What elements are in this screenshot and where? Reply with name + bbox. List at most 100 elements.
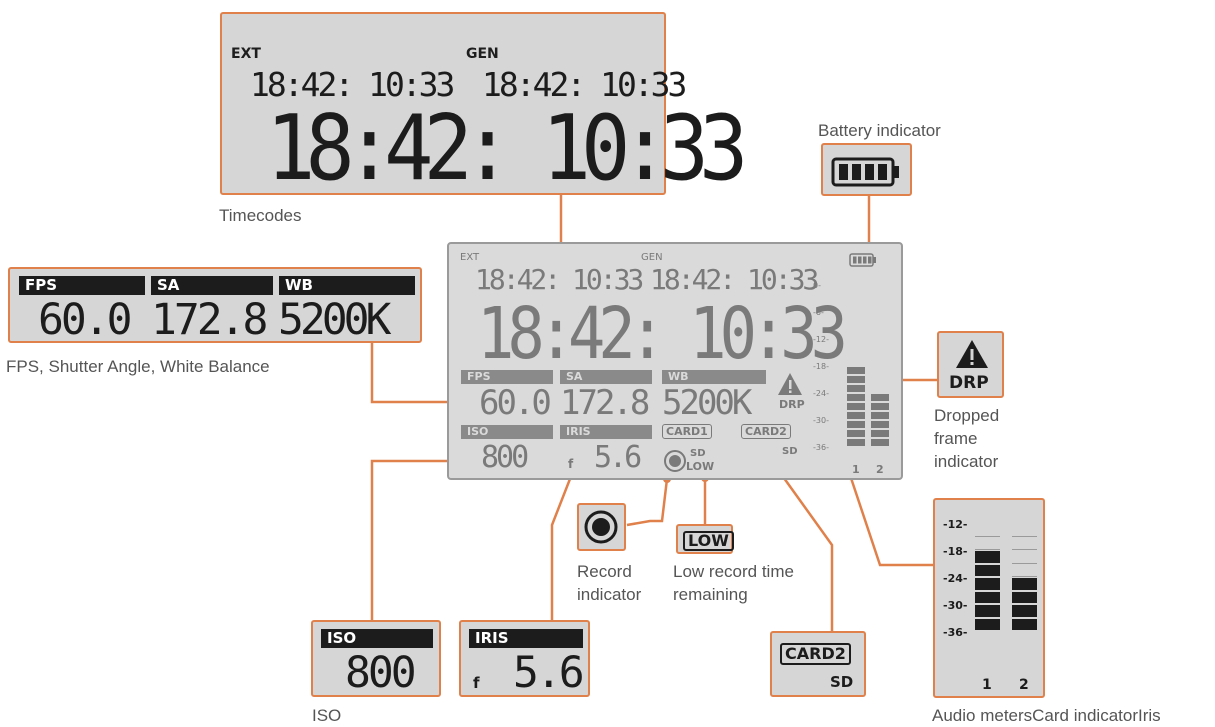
lcd-iris-prefix: f [568, 457, 574, 471]
lcd-sa-tag: SA [560, 370, 652, 384]
meter-segment [871, 412, 889, 419]
meter-segment [847, 376, 865, 383]
meter-ghost-segment [1012, 549, 1037, 550]
lcd-record-icon [664, 450, 686, 472]
meter-scale-label: -24- [943, 571, 968, 585]
meter-ghost-segment [1012, 562, 1037, 564]
lcd-drp-label: DRP [779, 398, 805, 411]
lcd-gen-label: GEN [641, 252, 663, 263]
lcd-card1-media: SD [690, 448, 706, 459]
low-caption: Low record time remaining [673, 562, 794, 604]
lcd-fps-tag: FPS [461, 370, 553, 384]
gen-label: GEN [466, 46, 499, 62]
drp-warning-icon [956, 340, 988, 368]
card-media: SD [830, 673, 854, 691]
drp-callout: DRP [937, 331, 1004, 398]
lcd-card2-media: SD [782, 446, 798, 457]
lcd-sa-value: 172.8 [560, 383, 650, 423]
gen-timecode: 18:42: 10:33 [482, 65, 687, 104]
lcd-wb-value: 5200K [662, 383, 752, 423]
lcd-iris-value: 5.6 [594, 440, 642, 475]
main-timecode: 18:42: 10:33 [266, 96, 748, 201]
fps-tag: FPS [19, 276, 145, 295]
timecodes-callout: EXT GEN 18:42: 10:33 18:42: 10:33 18:42:… [220, 12, 748, 195]
meter-segment [975, 551, 1000, 563]
leader-record [626, 478, 669, 527]
meter-segment [975, 591, 1000, 603]
bottom-caption: Audio metersCard indicatorIris [932, 706, 1161, 725]
iso-tag: ISO [321, 629, 433, 648]
lcd-iris-tag: IRIS [560, 425, 652, 439]
battery-icon [831, 157, 899, 187]
meter-segment [847, 403, 865, 410]
leader-fps [370, 343, 462, 404]
lcd-card1-label: CARD1 [662, 424, 712, 439]
iris-tag: IRIS [469, 629, 583, 648]
sa-tag: SA [151, 276, 273, 295]
meter-scale-label: 0- [813, 281, 821, 290]
low-label: LOW [683, 531, 734, 551]
iso-callout: ISO 800 [311, 620, 441, 697]
fps-value: 60.0 [38, 295, 133, 345]
meter-segment [871, 421, 889, 428]
meter-channel-label: 2 [876, 463, 884, 476]
drp-caption: Dropped frame indicator [934, 406, 1000, 471]
meter-scale-label: -6- [813, 308, 824, 317]
meter-segment [975, 618, 1000, 630]
meter-segment [847, 394, 865, 401]
meter-segment [1012, 605, 1037, 617]
meter-ghost-segment [1012, 535, 1037, 537]
meter-segment [871, 403, 889, 410]
meter-ghost-segment [1012, 576, 1037, 577]
meter-segment [847, 367, 865, 374]
ext-timecode: 18:42: 10:33 [250, 65, 455, 104]
meter-segment [871, 439, 889, 446]
lcd-iso-tag: ISO [461, 425, 553, 439]
meter-segment [1012, 578, 1037, 590]
meter-scale-label: -30- [813, 416, 829, 425]
lcd-ext-label: EXT [460, 252, 480, 263]
meter-segment [1012, 618, 1037, 630]
wb-value: 5200K [278, 295, 391, 345]
meter-segment [847, 385, 865, 392]
meter-segment [1012, 591, 1037, 603]
wb-tag: WB [279, 276, 415, 295]
iso-caption: ISO [312, 706, 342, 725]
iris-value: 5.6 [513, 648, 585, 698]
meter-segment [975, 605, 1000, 617]
meter-segment [871, 394, 889, 401]
leader-iso [370, 459, 465, 621]
ext-label: EXT [231, 46, 261, 62]
sa-value: 172.8 [151, 295, 268, 345]
meter-channel-label: 1 [982, 677, 992, 693]
iso-value: 800 [345, 648, 417, 698]
meter-ghost-segment [975, 549, 1000, 550]
drp-label: DRP [949, 373, 989, 393]
meter-scale-label: -18- [813, 362, 829, 371]
meter-segment [975, 564, 1000, 576]
lcd-low-label: LOW [686, 460, 715, 473]
meter-scale-label: -36- [813, 443, 829, 452]
lcd-drp-warning-icon [778, 373, 802, 395]
meter-segment [847, 439, 865, 446]
lcd-gen-timecode: 18:42: 10:33 [650, 263, 819, 296]
meter-segment [847, 430, 865, 437]
meter-segment [871, 430, 889, 437]
meter-scale-label: -36- [943, 625, 968, 639]
meter-segment [847, 421, 865, 428]
lcd-main-timecode: 18:42: 10:33 [477, 291, 848, 376]
record-caption: Record indicator [577, 562, 642, 604]
battery-callout [821, 143, 912, 196]
lcd-battery-icon [849, 253, 876, 267]
meter-scale-label: -12- [813, 335, 829, 344]
fps-sa-wb-callout: FPS SA WB 60.0 172.8 5200K [8, 267, 422, 343]
record-icon [584, 510, 618, 544]
low-callout: LOW [676, 524, 734, 554]
lcd-card2-label: CARD2 [741, 424, 791, 439]
lcd-fps-value: 60.0 [479, 383, 552, 423]
meter-scale-label: -24- [813, 389, 829, 398]
record-callout [577, 503, 626, 551]
